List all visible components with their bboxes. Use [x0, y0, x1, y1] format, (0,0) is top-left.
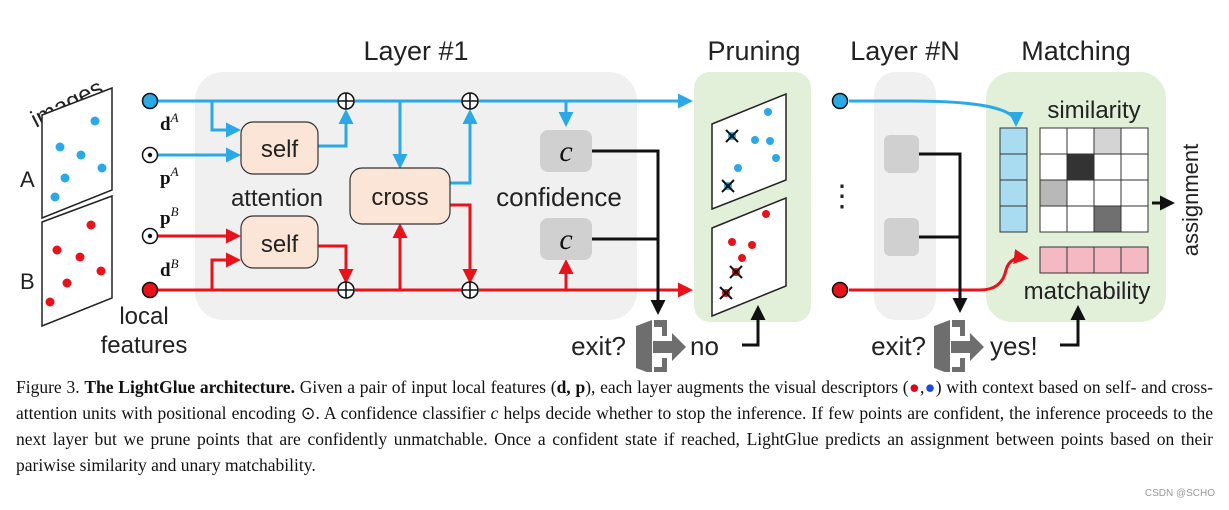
pA-positional-icon [141, 146, 159, 164]
dB-layerN-node [831, 281, 849, 299]
pruned-point-cross [729, 265, 743, 279]
exit-icon [636, 320, 686, 372]
attention-label: attention [231, 185, 323, 212]
image-A-keypoints [50, 116, 107, 202]
exit-paths-layer1 [592, 149, 766, 347]
pB-label: pB [160, 204, 179, 229]
cross-attention-block [349, 167, 451, 225]
local-features-label-2: features [101, 332, 188, 359]
dA-layerN-node [831, 92, 849, 110]
caption-figure-label: Figure 3. [16, 377, 80, 397]
caption-text: helps decide whether to stop the inferen… [16, 403, 1213, 475]
blue-dot-icon: ● [924, 377, 936, 397]
pruned-point-cross [725, 129, 739, 143]
local-features-label-1: local [119, 303, 168, 330]
layerN-panel [874, 72, 936, 320]
self-attention-label-B: self [261, 231, 299, 258]
confidence-symbol-B: c [559, 223, 572, 256]
pruning-image-A [711, 92, 787, 211]
caption-text: ) with context based on self- and cross-… [16, 377, 1214, 423]
watermark: CSDN @SCHO [1144, 488, 1215, 499]
image-B-keypoints [45, 220, 106, 307]
confidence-label: confidence [496, 182, 622, 212]
caption-math-dp: d, p [556, 377, 586, 397]
dB-label: dB [160, 256, 179, 281]
confidence-classifier-B [540, 218, 592, 260]
layerN-confidence-B [884, 218, 919, 256]
heading-matching: Matching [1021, 36, 1131, 66]
caption-comma: , [919, 377, 925, 397]
red-dot-icon: ● [908, 377, 920, 397]
self-attention-label-A: self [261, 136, 299, 163]
dA-label: dA [160, 110, 179, 135]
matchability-row [1039, 246, 1149, 274]
figure-caption: Figure 3. The LightGlue architecture. Gi… [16, 374, 1213, 478]
sum-node [337, 281, 355, 299]
layerN-confidence-A [884, 135, 919, 173]
similarity-label: similarity [1047, 97, 1140, 124]
dA-input-node [141, 92, 159, 110]
caption-text: ), each layer augments the visual descri… [585, 377, 909, 397]
cross-attention-label: cross [371, 184, 428, 211]
descriptor-column-A [999, 127, 1028, 233]
image-B-label: B [20, 269, 35, 294]
heading-layer1: Layer #1 [363, 36, 468, 66]
pruned-point-cross [721, 179, 735, 193]
exit-yes-label: yes! [990, 331, 1038, 361]
caption-title: The LightGlue architecture. [84, 377, 295, 397]
architecture-diagram: Layer #1 Pruning Layer #N Matching image… [20, 36, 1203, 372]
stream-A-lines [158, 93, 1024, 185]
ellipsis: ⋮ [827, 180, 857, 213]
similarity-matrix [1039, 127, 1149, 233]
pruned-point-cross [719, 286, 733, 300]
exit-question-1: exit? [571, 331, 626, 361]
image-B [41, 194, 113, 328]
architecture-svg: Layer #1 Pruning Layer #N Matching image… [20, 36, 1203, 372]
caption-text: Given a pair of input local features ( [299, 377, 557, 397]
self-attention-block-A [240, 121, 319, 175]
exit-paths-layerN [919, 152, 1086, 347]
exit-question-2: exit? [871, 331, 926, 361]
image-A-label: A [20, 167, 35, 192]
confidence-symbol-A: c [559, 135, 572, 168]
caption-math-c: c [490, 403, 499, 423]
stream-B-lines [158, 203, 1029, 298]
pruning-image-B [711, 196, 787, 318]
confidence-classifier-A [540, 130, 592, 172]
self-attention-block-B [240, 215, 319, 269]
sum-node [461, 281, 479, 299]
sum-node [461, 92, 479, 110]
heading-pruning: Pruning [707, 36, 800, 66]
dB-input-node [141, 281, 159, 299]
heading-layerN: Layer #N [850, 36, 960, 66]
sum-node [337, 92, 355, 110]
assignment-label: assignment [1178, 144, 1203, 257]
matchability-label: matchability [1024, 278, 1151, 305]
pB-positional-icon [141, 227, 159, 245]
exit-no-label: no [690, 331, 719, 361]
pA-label: pA [160, 164, 179, 189]
exit-icon [934, 320, 984, 372]
